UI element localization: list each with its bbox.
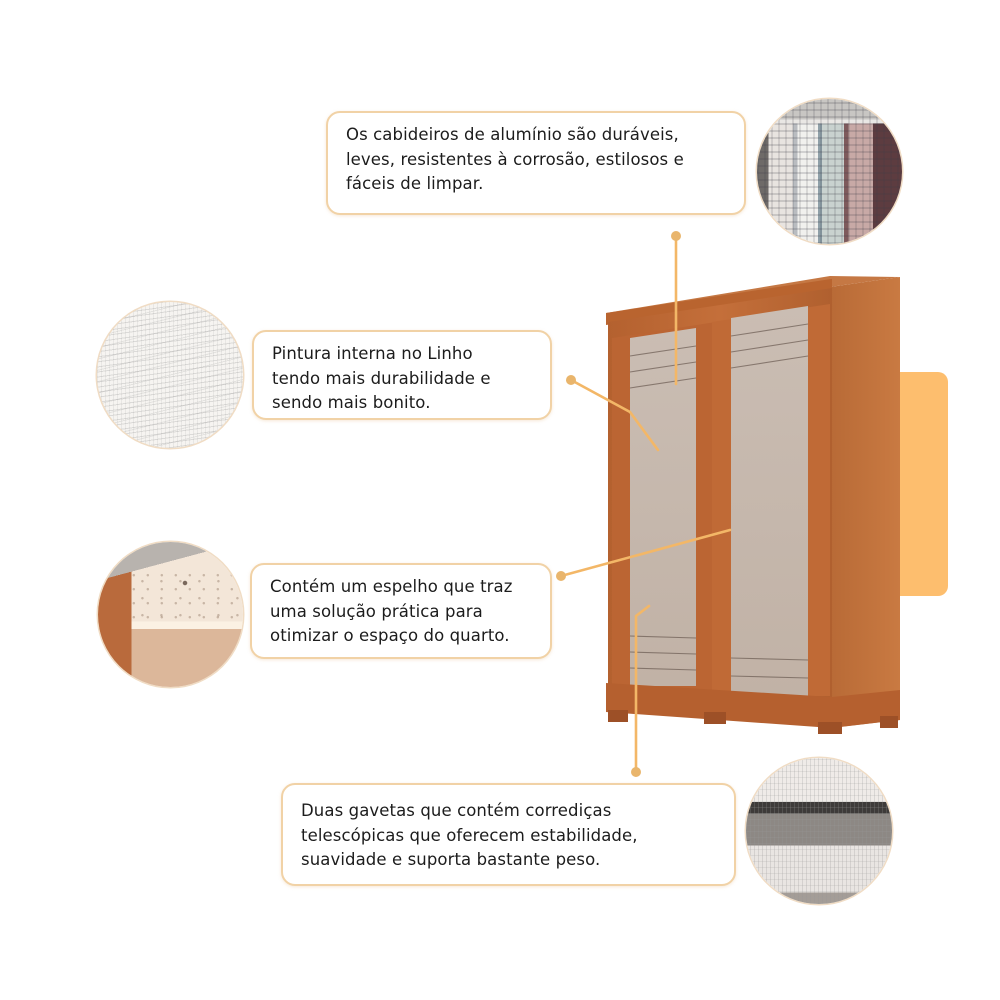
callout-text: uma solução prática para bbox=[270, 601, 483, 621]
callout-text: Duas gavetas que contém corrediças bbox=[301, 801, 612, 820]
callout-mirror: Contém um espelho que traz uma solução p… bbox=[250, 563, 552, 659]
callout-text: leves, resistentes à corrosão, estilosos… bbox=[346, 149, 684, 169]
callout-aluminum-hangers: Os cabideiros de alumínio são duráveis, … bbox=[326, 111, 746, 215]
callout-drawers: Duas gavetas que contém corrediças teles… bbox=[281, 783, 736, 886]
callout-text: Pintura interna no Linho bbox=[272, 344, 473, 363]
callout-text: suavidade e suporta bastante peso. bbox=[301, 850, 601, 869]
linen-texture-thumbnail bbox=[97, 302, 243, 448]
callout-text: Os cabideiros de alumínio são duráveis, bbox=[346, 125, 679, 144]
callout-linen-interior: Pintura interna no Linho tendo mais dura… bbox=[252, 330, 552, 420]
callout-text: tendo mais durabilidade e bbox=[272, 368, 491, 388]
accent-panel bbox=[900, 372, 948, 596]
drawers-thumbnail bbox=[746, 758, 892, 904]
mirror-detail-thumbnail bbox=[98, 542, 243, 687]
callout-text: otimizar o espaço do quarto. bbox=[270, 626, 510, 645]
hanging-clothes-thumbnail bbox=[757, 99, 902, 244]
callout-text: fáceis de limpar. bbox=[346, 174, 484, 193]
callout-text: sendo mais bonito. bbox=[272, 393, 431, 412]
callout-text: Contém um espelho que traz bbox=[270, 577, 513, 596]
callout-text: telescópicas que oferecem estabilidade, bbox=[301, 825, 638, 845]
